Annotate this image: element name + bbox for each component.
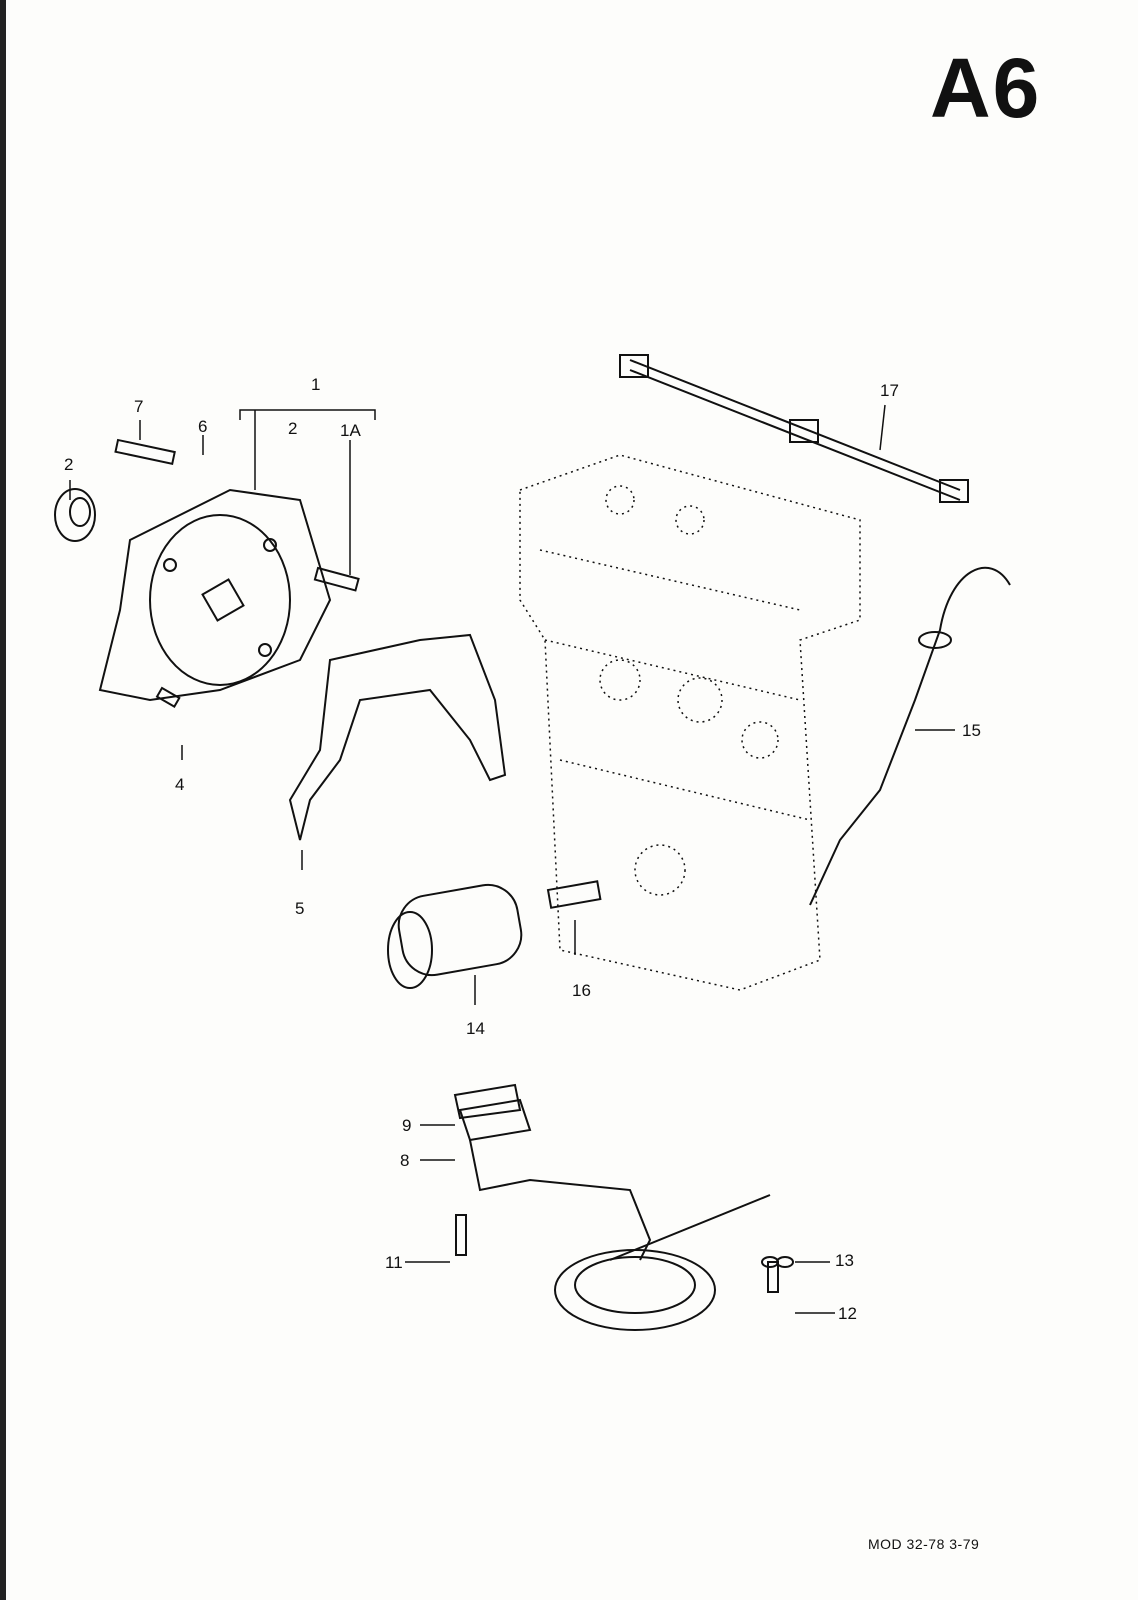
callout-4: 4	[175, 775, 185, 794]
footer-code: MOD 32-78 3-79	[868, 1536, 980, 1552]
engine-block-outline	[519, 454, 861, 991]
bolt-7	[114, 438, 176, 465]
callout-17: 17	[880, 381, 899, 400]
dipstick-15	[809, 566, 1011, 906]
callout-8: 8	[400, 1151, 410, 1170]
callout-16: 16	[572, 981, 591, 1000]
callout-7: 7	[134, 397, 144, 416]
gasket-5	[288, 633, 507, 841]
bolt-11	[455, 1214, 467, 1256]
bolt-12	[767, 1261, 779, 1293]
scan-edge	[0, 0, 6, 1600]
oil-pump	[98, 488, 332, 702]
washer-13	[761, 1256, 794, 1268]
pin-4	[155, 686, 181, 709]
callout-2-group: 2	[288, 419, 298, 438]
callout-9: 9	[402, 1116, 412, 1135]
callout-11: 11	[385, 1253, 403, 1272]
callout-6: 6	[198, 417, 208, 436]
oil-pickup-8	[458, 1098, 771, 1331]
gasket-9	[453, 1083, 522, 1120]
callout-1: 1	[311, 375, 321, 394]
callout-13: 13	[835, 1251, 854, 1270]
callout-15: 15	[962, 721, 981, 740]
oil-filter-14	[387, 883, 523, 989]
page-code: A6	[930, 41, 1042, 135]
callout-14: 14	[466, 1019, 485, 1038]
bolt-1A	[313, 566, 360, 592]
seal-2	[54, 488, 96, 542]
callout-12: 12	[838, 1304, 857, 1323]
callout-1A: 1A	[340, 421, 361, 440]
nipple-16	[546, 880, 602, 909]
callout-5: 5	[295, 899, 305, 918]
spray-tube-17	[619, 354, 969, 503]
callout-2: 2	[64, 455, 74, 474]
leader-lines	[69, 404, 955, 1314]
